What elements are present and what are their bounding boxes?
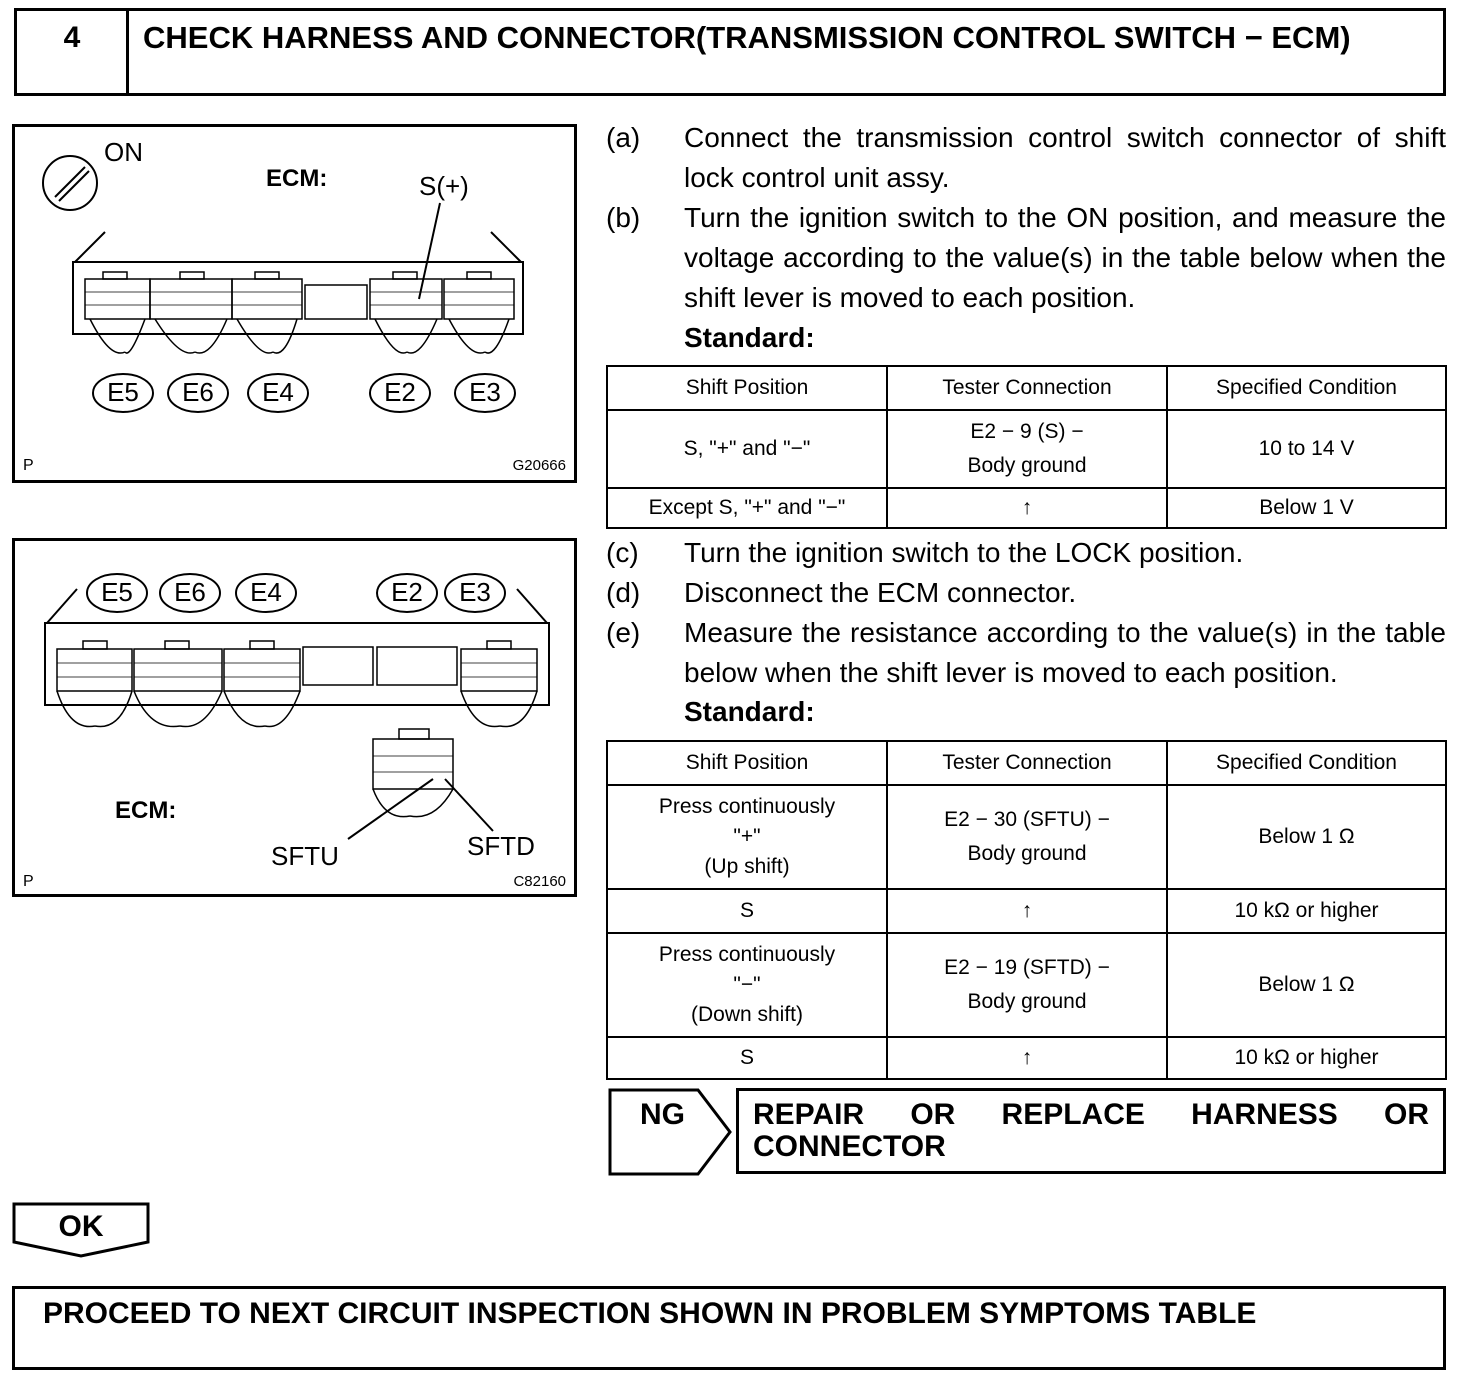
- pin-label-sftu: SFTU: [271, 841, 339, 871]
- pin-label-sftd: SFTD: [467, 831, 535, 861]
- step-number-box: 4: [14, 8, 127, 96]
- table-cell: 10 to 14 V: [1166, 409, 1447, 489]
- step-a: (a) Connect the transmission control swi…: [606, 118, 1448, 198]
- standard-label-1: Standard:: [684, 322, 815, 353]
- connector-label-e4: E4: [250, 577, 282, 607]
- final-action-box: PROCEED TO NEXT CIRCUIT INSPECTION SHOWN…: [12, 1286, 1446, 1370]
- table-cell: Below 1 Ω: [1166, 932, 1447, 1038]
- table-cell: Press continuously "−" (Down shift): [606, 932, 888, 1038]
- table-cell: Press continuously "+" (Up shift): [606, 784, 888, 890]
- step-title-box: CHECK HARNESS AND CONNECTOR(TRANSMISSION…: [126, 8, 1446, 96]
- standard-label-2: Standard:: [684, 696, 815, 727]
- table-cell: 10 kΩ or higher: [1166, 1036, 1447, 1080]
- connector-label-e5: E5: [101, 577, 133, 607]
- figure-corner-label: P: [23, 457, 34, 474]
- ng-action-box: REPAIR OR REPLACE HARNESS OR CONNECTOR: [736, 1088, 1446, 1174]
- connector-label-e5: E5: [107, 377, 139, 407]
- ok-label: OK: [58, 1210, 104, 1243]
- step-d: (d) Disconnect the ECM connector.: [606, 573, 1448, 613]
- step-e: (e) Measure the resistance according to …: [606, 613, 1448, 693]
- connector-label-e6: E6: [174, 577, 206, 607]
- step-d-label: (d): [606, 577, 641, 608]
- ignition-key-icon: [42, 155, 98, 211]
- ecm-label: ECM:: [115, 797, 177, 824]
- table-cell: ↑: [886, 888, 1168, 934]
- ecm-label: ECM:: [266, 165, 328, 192]
- ng-label: NG: [640, 1098, 685, 1131]
- table-header: Tester Connection: [886, 740, 1168, 786]
- step-b: (b) Turn the ignition switch to the ON p…: [606, 198, 1448, 318]
- table-cell: ↑: [886, 487, 1168, 529]
- step-a-label: (a): [606, 122, 641, 153]
- step-number: 4: [63, 21, 81, 54]
- table-cell: Below 1 V: [1166, 487, 1447, 529]
- table-header: Tester Connection: [886, 365, 1168, 411]
- ignition-on-label: ON: [104, 137, 143, 167]
- table-cell: S: [606, 1036, 888, 1080]
- ok-arrow-icon: [12, 1202, 150, 1258]
- connector-label-e6: E6: [182, 377, 214, 407]
- spec-table-resistance: Shift Position Tester Connection Specifi…: [606, 740, 1447, 1080]
- connector-label-e3: E3: [459, 577, 491, 607]
- final-action: PROCEED TO NEXT CIRCUIT INSPECTION SHOWN…: [43, 1297, 1257, 1330]
- figure-code: C82160: [513, 873, 566, 890]
- table-header: Specified Condition: [1166, 740, 1447, 786]
- table-cell: 10 kΩ or higher: [1166, 888, 1447, 934]
- table-cell: Below 1 Ω: [1166, 784, 1447, 890]
- connector-label-e4: E4: [262, 377, 294, 407]
- step-e-text: Measure the resistance according to the …: [684, 617, 1446, 688]
- step-b-text: Turn the ignition switch to the ON posit…: [684, 202, 1446, 313]
- step-e-label: (e): [606, 617, 641, 648]
- pin-label-s-plus: S(+): [419, 171, 469, 201]
- step-d-text: Disconnect the ECM connector.: [684, 577, 1077, 608]
- step-c: (c) Turn the ignition switch to the LOCK…: [606, 533, 1448, 573]
- table-cell: E2 − 19 (SFTD) − Body ground: [886, 932, 1168, 1038]
- table-cell: S: [606, 888, 888, 934]
- table-cell: S, "+" and "−": [606, 409, 888, 489]
- table-header: Shift Position: [606, 740, 888, 786]
- table-cell: E2 − 9 (S) − Body ground: [886, 409, 1168, 489]
- figure-code: G20666: [512, 457, 566, 474]
- step-title: CHECK HARNESS AND CONNECTOR(TRANSMISSION…: [143, 20, 1351, 55]
- figure-ecm-connectors-2: E5 E6 E4 E2 E3 ECM: SFTU SFTD P C82160: [12, 538, 577, 897]
- ng-arrow-icon: [608, 1088, 732, 1176]
- connector-label-e3: E3: [469, 377, 501, 407]
- figure-ecm-connectors-1: ON ECM: S(+) E5 E6 E4 E2 E3 P G20666: [12, 124, 577, 483]
- table-cell: E2 − 30 (SFTU) − Body ground: [886, 784, 1168, 890]
- table-header: Specified Condition: [1166, 365, 1447, 411]
- ecm-connector-diagram-2: [44, 573, 550, 840]
- connector-label-e2: E2: [384, 377, 416, 407]
- connector-label-e2: E2: [391, 577, 423, 607]
- table-cell: Except S, "+" and "−": [606, 487, 888, 529]
- table-cell: ↑: [886, 1036, 1168, 1080]
- step-b-label: (b): [606, 202, 641, 233]
- figure-corner-label: P: [23, 873, 34, 890]
- spec-table-voltage: Shift Position Tester Connection Specifi…: [606, 365, 1447, 529]
- table-header: Shift Position: [606, 365, 888, 411]
- ng-action: REPAIR OR REPLACE HARNESS OR CONNECTOR: [753, 1098, 1429, 1163]
- step-a-text: Connect the transmission control switch …: [684, 122, 1446, 193]
- step-c-text: Turn the ignition switch to the LOCK pos…: [684, 537, 1244, 568]
- ecm-connector-diagram-1: [42, 155, 524, 413]
- step-c-label: (c): [606, 537, 639, 568]
